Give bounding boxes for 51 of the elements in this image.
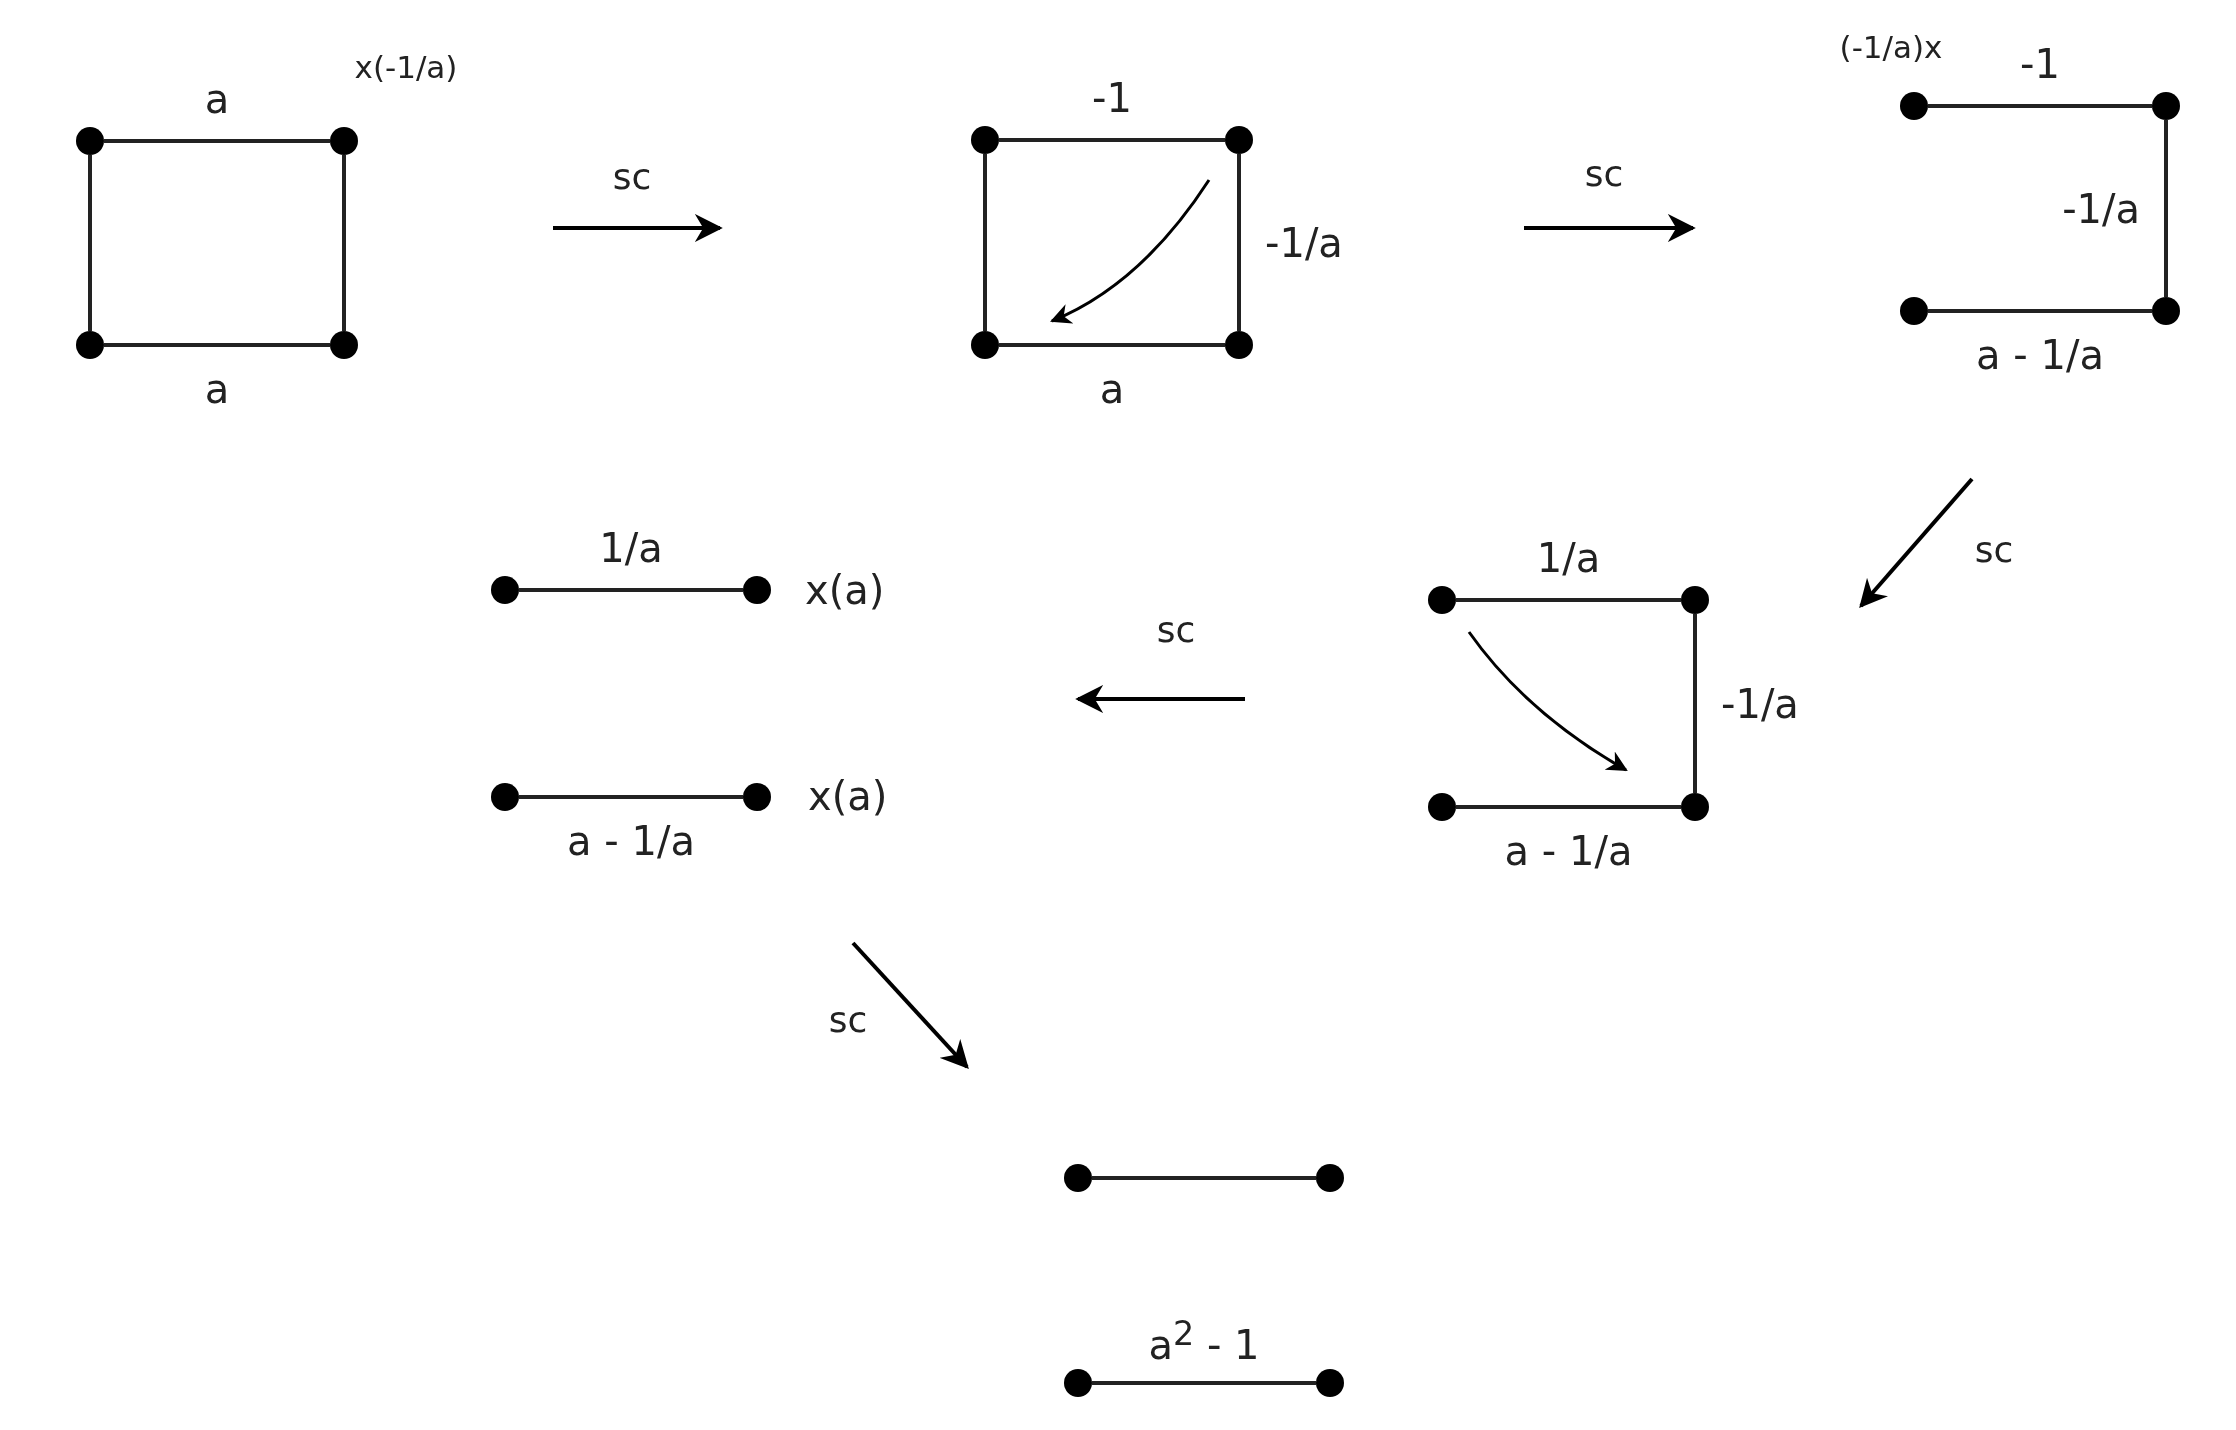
graph-edge xyxy=(1237,154,1241,331)
graph-edge xyxy=(1693,614,1697,793)
graph-edge xyxy=(999,138,1225,142)
vertex-dot xyxy=(1225,331,1253,359)
graph-edge xyxy=(999,343,1225,347)
vertex-dot xyxy=(743,576,771,604)
graph-edge xyxy=(104,139,330,143)
graph-edge xyxy=(1092,1176,1316,1180)
vertex-dot xyxy=(1900,92,1928,120)
graph-edge xyxy=(1456,805,1681,809)
graph-edge xyxy=(983,154,987,331)
graph-edge xyxy=(342,155,346,331)
vertex-label: (-1/a)x xyxy=(1839,31,1943,63)
vertex-dot xyxy=(1428,586,1456,614)
vertex-dot xyxy=(1428,793,1456,821)
vertex-label: x(a) xyxy=(808,776,888,816)
vertex-label: x(-1/a) xyxy=(354,51,458,83)
operation-label: sc xyxy=(828,1002,868,1038)
vertex-dot xyxy=(971,331,999,359)
graph-edge xyxy=(88,155,92,331)
vertex-dot xyxy=(2152,297,2180,325)
graph-edge xyxy=(1928,309,2152,313)
vertex-dot xyxy=(2152,92,2180,120)
graph-edge xyxy=(1928,104,2152,108)
vertex-dot xyxy=(1316,1369,1344,1397)
vertex-dot xyxy=(491,576,519,604)
vertex-label: x(a) xyxy=(805,570,885,610)
graph-edge xyxy=(1092,1381,1316,1385)
vertex-dot xyxy=(1681,586,1709,614)
vertex-dot xyxy=(1225,126,1253,154)
operation-label: sc xyxy=(1974,532,2014,568)
graph-edge xyxy=(2164,120,2168,297)
vertex-dot xyxy=(491,783,519,811)
vertex-dot xyxy=(1064,1369,1092,1397)
vertex-dot xyxy=(76,331,104,359)
vertex-dot xyxy=(330,127,358,155)
operation-label: sc xyxy=(612,159,652,195)
graph-edge xyxy=(104,343,330,347)
operation-label: sc xyxy=(1156,612,1196,648)
operation-label: sc xyxy=(1584,156,1624,192)
graph-edge xyxy=(519,795,743,799)
vertex-dot xyxy=(1064,1164,1092,1192)
vertex-dot xyxy=(76,127,104,155)
vertex-dot xyxy=(1316,1164,1344,1192)
graph-edge xyxy=(519,588,743,592)
vertex-dot xyxy=(1681,793,1709,821)
vertex-dot xyxy=(330,331,358,359)
vertex-dot xyxy=(743,783,771,811)
graph-edge xyxy=(1456,598,1681,602)
vertex-dot xyxy=(971,126,999,154)
vertex-dot xyxy=(1900,297,1928,325)
